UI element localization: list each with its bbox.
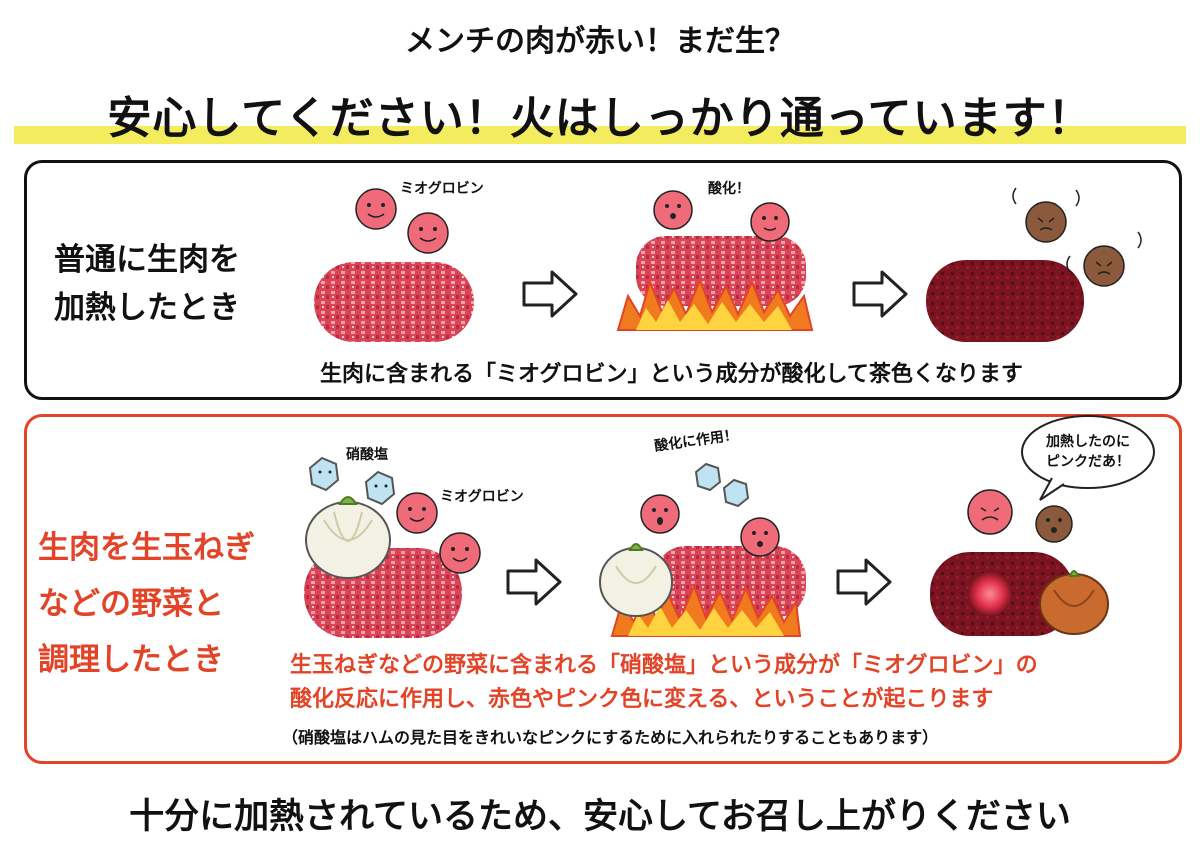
meat-on-fire [610,546,806,637]
vegetable-caption-line2: 酸化反応に作用し、赤色やピンク色に変える、ということが起こります [290,687,994,712]
vegetable-caption-line1: 生玉ねぎなどの野菜に含まれる「硝酸塩」という成分が「ミオグロビン」の [290,653,1038,678]
myoglobin-face-icon [355,188,397,230]
subtitle: メンチの肉が赤い！まだ生？ [405,24,795,59]
myoglobin-face-icon [439,532,481,574]
normal-panel-caption: 生肉に含まれる「ミオグロビン」という成分が酸化して茶色くなります [320,362,1023,387]
cooked-meat-patty [926,260,1084,342]
speech-bubble-icon [1021,415,1155,501]
nitrate-label: 硝酸塩 [346,447,388,463]
normal-label-line2: 加熱したとき [54,290,240,326]
cooked-meat-with-pink-center [930,552,1074,636]
vegetable-label-line3: 調理したとき [38,642,224,678]
nitrate-note: （硝酸塩はハムの見た目をきれいなピンクにするために入れられたりすることもあります… [282,728,939,747]
brown-myoglobin-face-icon [1025,201,1067,243]
nitrate-crystal-icon [722,478,750,508]
arrow-right-icon [522,270,578,318]
myoglobin-face-icon [750,202,790,242]
bubble-line1: 加熱したのに [1046,434,1130,450]
meat-on-fire [616,236,814,331]
worry-lines [1012,187,1142,273]
normal-cooking-panel [24,160,1182,400]
vegetable-panel-label: 生肉を生玉ねぎ などの野菜と 調理したとき [38,520,255,688]
nitrate-crystal-icon [364,470,396,506]
onion-icon [1039,570,1109,635]
bubble-line2: ピンクだあ！ [1046,454,1130,470]
myoglobin-label: ミオグロビン [400,181,484,197]
nitrate-crystal-icon [308,456,340,492]
raw-meat-patty [314,262,474,342]
myoglobin-face-icon [653,190,693,230]
normal-panel-label: 普通に生肉を 加熱したとき [54,236,240,332]
headline-highlight [14,126,1186,144]
speech-bubble-text: 加熱したのに ピンクだあ！ [1036,432,1140,472]
myoglobin-face-icon [967,489,1013,535]
onion-icon [305,496,391,579]
myoglobin-face-icon [740,517,780,557]
arrow-right-icon [506,558,562,606]
myoglobin-face-icon [640,494,680,534]
brown-myoglobin-face-icon [1035,505,1073,543]
vegetable-panel-caption: 生玉ねぎなどの野菜に含まれる「硝酸塩」という成分が「ミオグロビン」の 酸化反応に… [290,649,1038,717]
myoglobin-label: ミオグロビン [440,489,524,505]
myoglobin-face-icon [396,492,438,534]
onion-icon [599,543,673,617]
brown-myoglobin-face-icon [1083,245,1125,287]
nitrate-crystal-icon [694,462,722,492]
vegetable-label-line1: 生肉を生玉ねぎ [38,530,255,566]
arrow-right-icon [852,270,908,318]
myoglobin-face-icon [407,212,449,254]
arrow-right-icon [836,558,892,606]
headline: 安心してください！火はしっかり通っています！ [107,93,1093,144]
oxidize-label: 酸化！ [708,181,750,197]
vegetable-label-line2: などの野菜と [38,586,224,622]
vegetable-cooking-panel [24,414,1182,764]
normal-label-line1: 普通に生肉を [54,242,240,278]
footer-message: 十分に加熱されているため、安心してお召し上がりください [129,797,1071,837]
